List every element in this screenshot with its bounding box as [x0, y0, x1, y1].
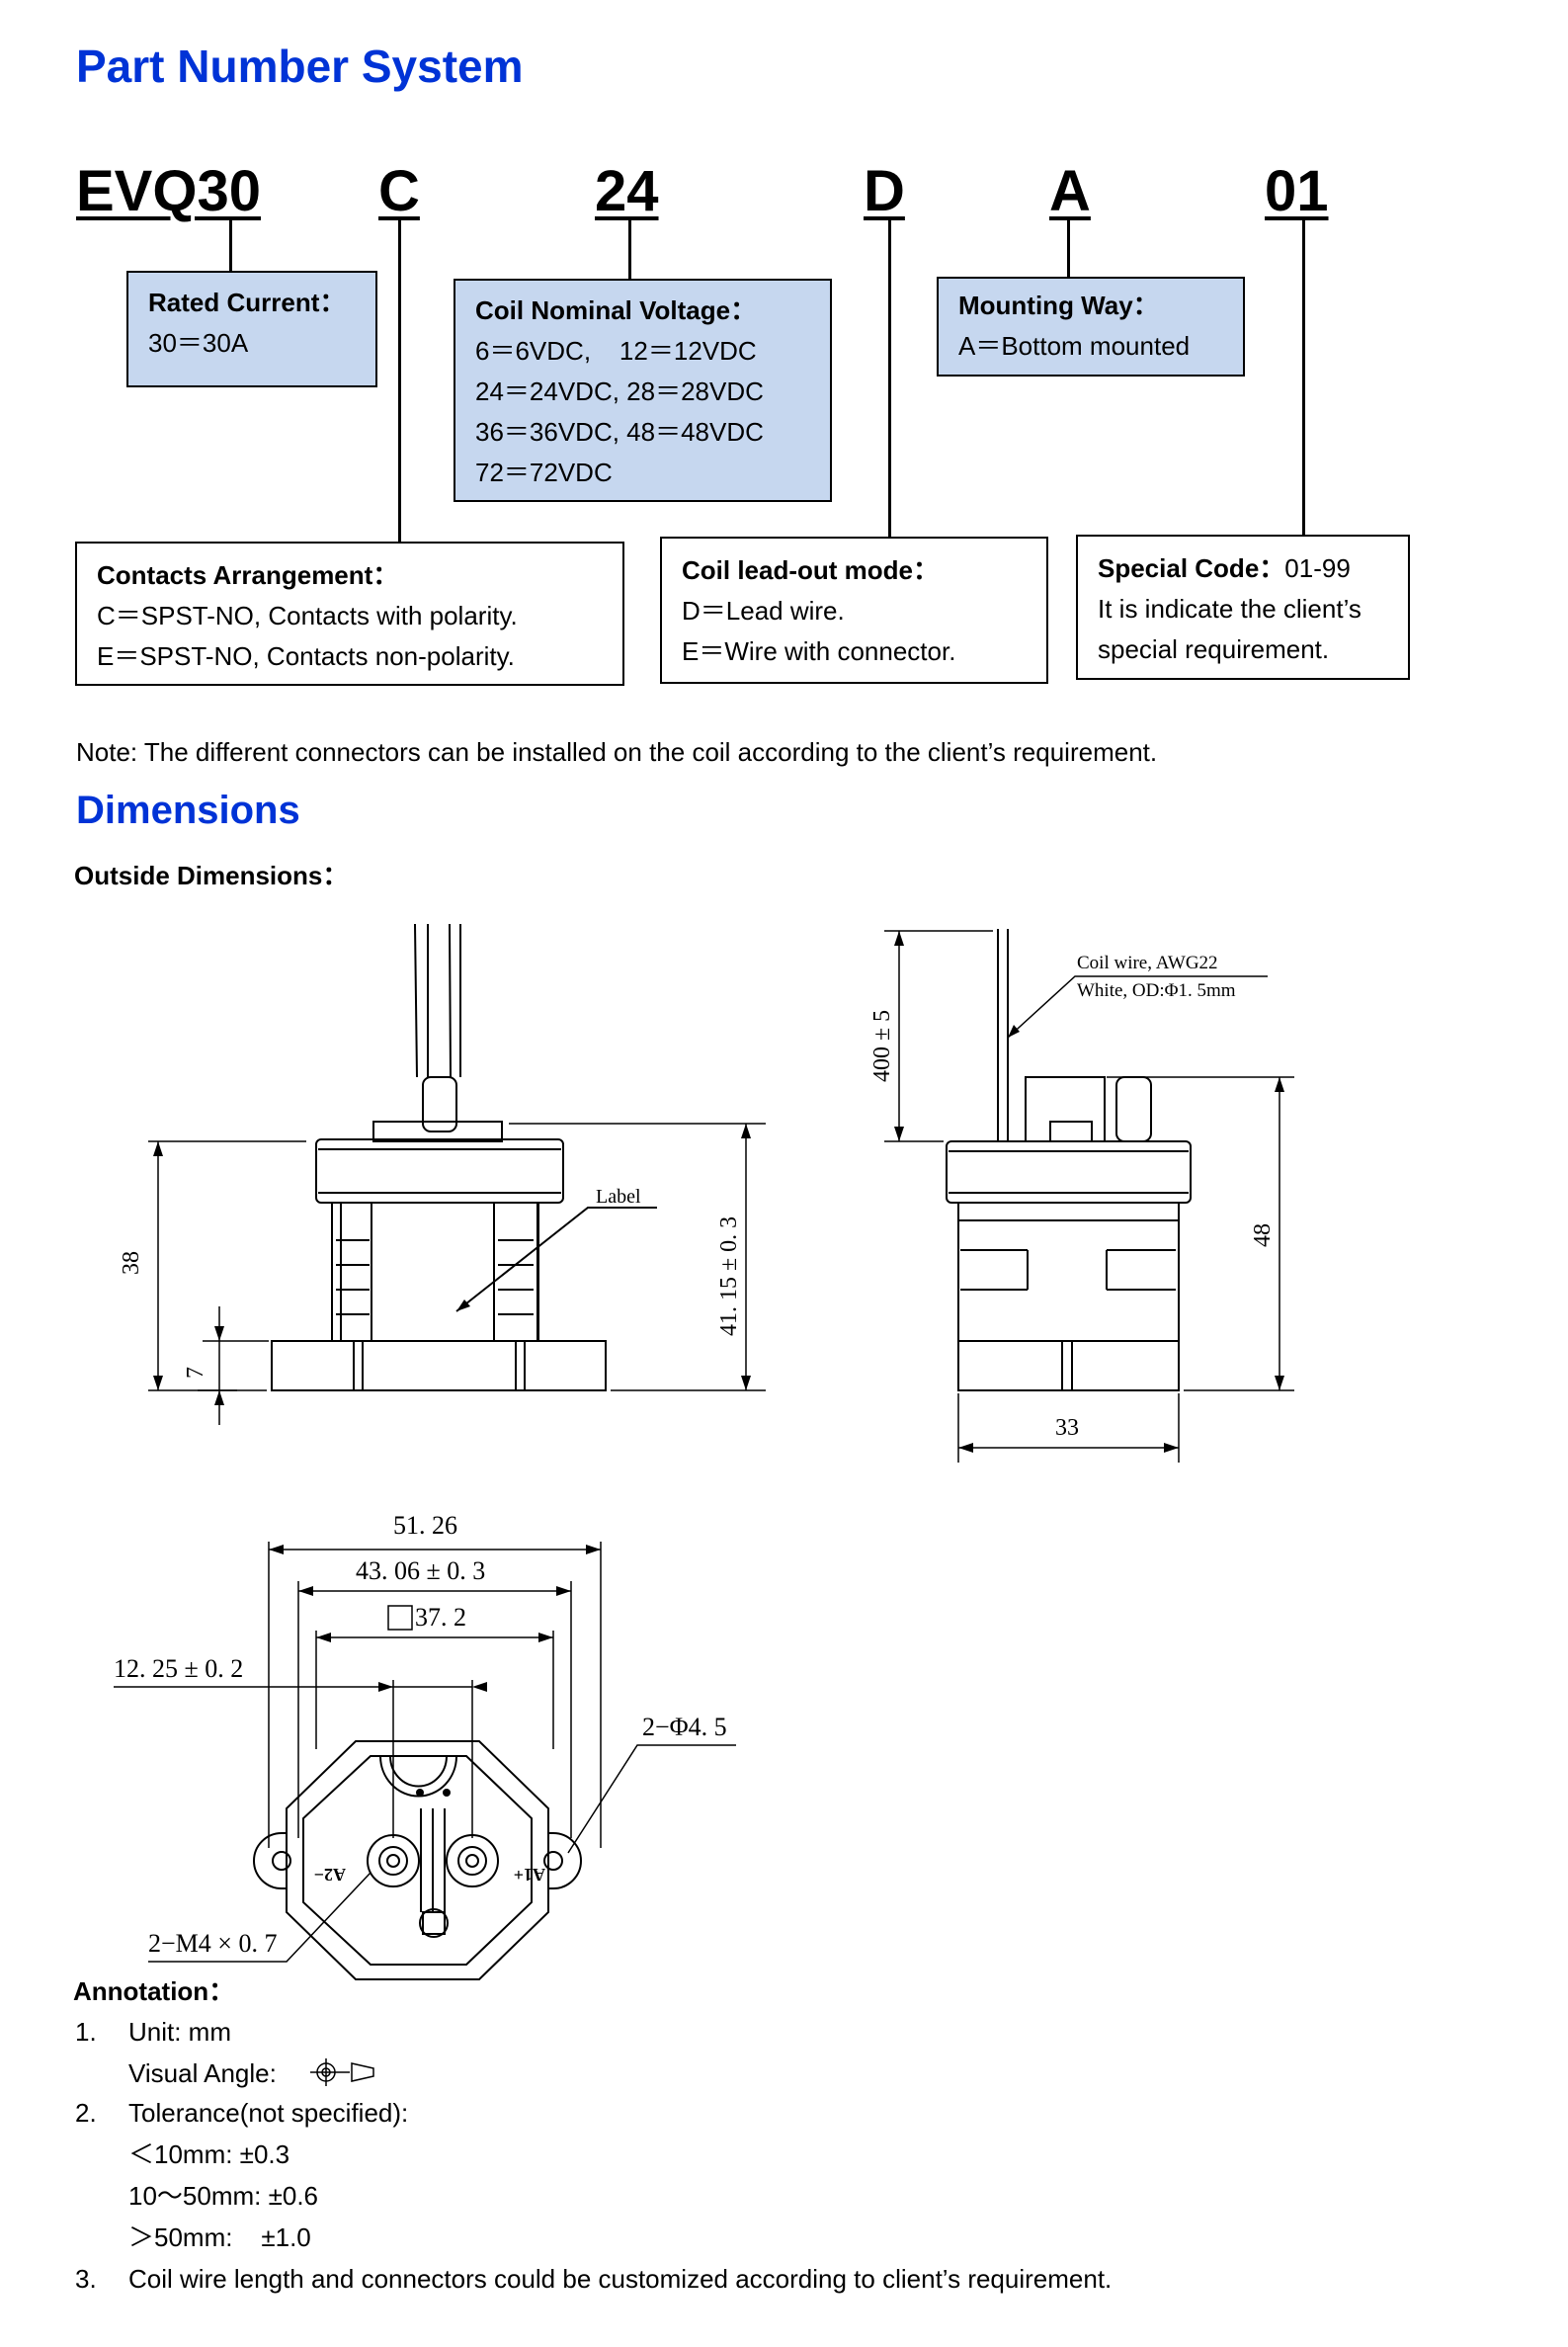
- connector-line: [628, 219, 631, 279]
- box-special: Special Code：01-99 It is indicate the cl…: [1076, 535, 1410, 680]
- annotation-line: 10～50mm: ±0.6: [128, 2181, 319, 2211]
- dim-51-26: 51. 26: [393, 1511, 457, 1540]
- annotation-line: Unit: mm: [128, 2017, 231, 2047]
- pn-series: EVQ30: [76, 159, 261, 223]
- box-line: 24＝24VDC, 28＝28VDC: [475, 377, 764, 406]
- connector-line: [1067, 219, 1070, 279]
- annotation-num: 1.: [75, 2017, 97, 2047]
- connector-line: [1302, 219, 1305, 536]
- connector-line: [229, 219, 232, 271]
- box-line: E＝Wire with connector.: [682, 636, 956, 666]
- pn-lead: D: [864, 159, 905, 223]
- note-text: Note: The different connectors can be in…: [76, 737, 1158, 767]
- dim-12-25: 12. 25 ± 0. 2: [114, 1654, 243, 1683]
- dim-37-2: 37. 2: [415, 1603, 466, 1632]
- front-wires: [414, 923, 461, 1078]
- box-rated-current: Rated Current： 30＝30A: [126, 271, 377, 387]
- box-line: A＝Bottom mounted: [958, 331, 1191, 361]
- wire-seal: [422, 1076, 457, 1132]
- box-title: Contacts Arrangement：: [97, 560, 399, 590]
- connector-line: [888, 219, 891, 538]
- dim-43-06: 43. 06 ± 0. 3: [356, 1556, 485, 1585]
- section-title-dimensions: Dimensions: [76, 789, 300, 832]
- coil-wire-label: Coil wire, AWG22: [1077, 953, 1218, 973]
- box-mounting: Mounting Way： A＝Bottom mounted: [937, 277, 1245, 377]
- dim-48: 48: [1250, 1223, 1276, 1247]
- box-title: Rated Current：: [148, 288, 346, 317]
- dim-400: 400 ± 5: [869, 1010, 895, 1082]
- dim-7: 7: [183, 1367, 208, 1379]
- box-contacts: Contacts Arrangement： C＝SPST-NO, Contact…: [75, 542, 624, 686]
- box-line: C＝SPST-NO, Contacts with polarity.: [97, 601, 518, 630]
- terminal-a2-label: A2−: [314, 1865, 346, 1885]
- box-line: 36＝36VDC, 48＝48VDC: [475, 417, 764, 447]
- annotation-title: Annotation：: [73, 1976, 235, 2006]
- top-cap: [372, 1121, 503, 1142]
- coil-wire-od: White, OD:Φ1. 5mm: [1077, 980, 1236, 1001]
- annotation-line: ＞50mm: ±1.0: [128, 2222, 311, 2252]
- box-title: Coil lead-out mode：: [682, 555, 940, 585]
- pn-contacts: C: [378, 159, 420, 223]
- pn-mounting: A: [1049, 159, 1091, 223]
- box-coil-lead: Coil lead-out mode： D＝Lead wire. E＝Wire …: [660, 537, 1048, 684]
- annotation-line: ＜10mm: ±0.3: [128, 2139, 290, 2169]
- box-line: D＝Lead wire.: [682, 596, 845, 626]
- dim-38: 38: [119, 1251, 144, 1275]
- annotation-line: Coil wire length and connectors could be…: [128, 2264, 1113, 2294]
- box-coil-voltage: Coil Nominal Voltage： 6＝6VDC, 12＝12VDC 2…: [454, 279, 832, 502]
- annotation-num: 2.: [75, 2098, 97, 2128]
- box-title-value: 01-99: [1284, 553, 1351, 583]
- connector-line: [398, 219, 401, 543]
- box-line: It is indicate the client’s: [1098, 594, 1362, 624]
- label-text: Label: [596, 1186, 641, 1208]
- box-title: Mounting Way：: [958, 291, 1159, 320]
- pn-special: 01: [1265, 159, 1329, 223]
- box-line: special requirement.: [1098, 634, 1330, 664]
- section-title-part-number: Part Number System: [76, 41, 524, 92]
- dim-2-m4: 2−M4 × 0. 7: [148, 1929, 277, 1958]
- dim-2-phi-4-5: 2−Φ4. 5: [642, 1713, 727, 1741]
- dim-41-15: 41. 15 ± 0. 3: [716, 1216, 742, 1336]
- box-line: 72＝72VDC: [475, 458, 613, 487]
- base-flange: [271, 1340, 607, 1391]
- annotation-line: Visual Angle:: [128, 2058, 277, 2088]
- dim-33: 33: [1055, 1415, 1079, 1441]
- box-line: 30＝30A: [148, 328, 249, 358]
- pn-voltage: 24: [595, 159, 659, 223]
- box-title: Coil Nominal Voltage：: [475, 295, 757, 325]
- terminal-a1-label: A1+: [514, 1865, 545, 1885]
- box-line: E＝SPST-NO, Contacts non-polarity.: [97, 641, 515, 671]
- box-line: 6＝6VDC, 12＝12VDC: [475, 336, 757, 366]
- visual-angle-icon: [310, 2058, 374, 2086]
- annotation-num: 3.: [75, 2264, 97, 2294]
- annotation-line: Tolerance(not specified):: [128, 2098, 409, 2128]
- box-title: Special Code：: [1098, 553, 1285, 583]
- outside-dimensions-title: Outside Dimensions：: [74, 861, 349, 890]
